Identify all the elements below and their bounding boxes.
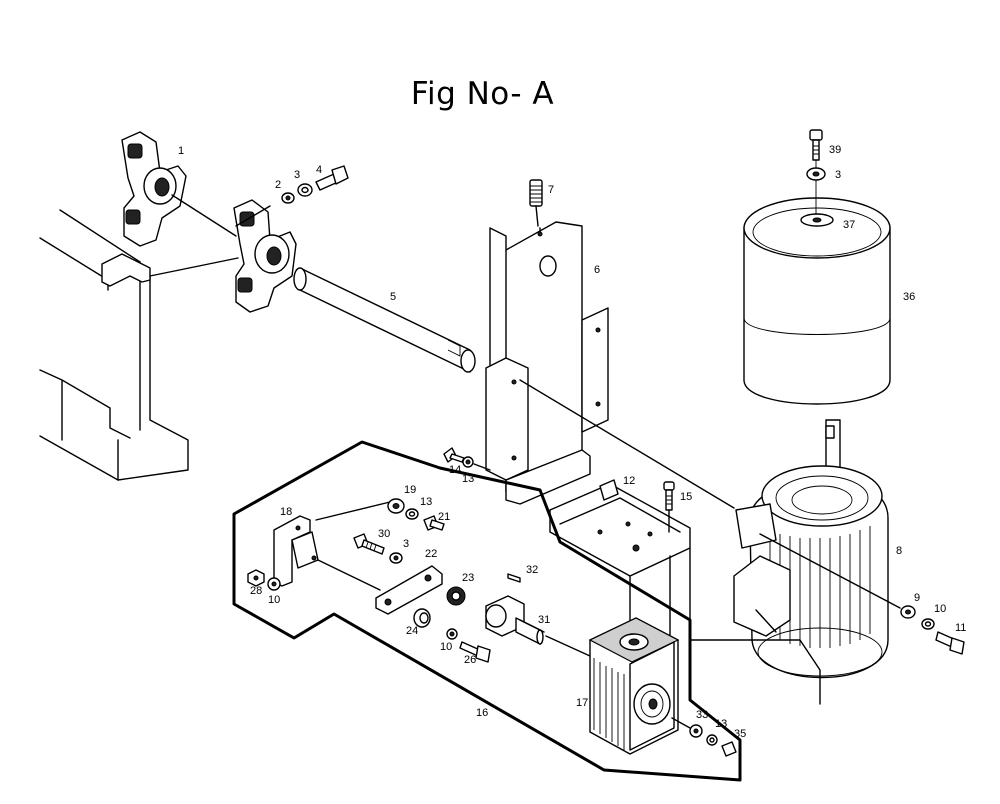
part-label-7: 7 <box>548 184 554 196</box>
pillow-block-bearing-1 <box>121 131 237 247</box>
part-label-14: 14 <box>449 464 461 476</box>
spacer-washer-bolt-24-10-26 <box>413 608 491 663</box>
part-label-3: 3 <box>403 538 409 550</box>
part-label-17: 17 <box>576 697 588 709</box>
machine-frame <box>39 209 239 481</box>
mounting-plate-6 <box>485 221 609 505</box>
part-label-39: 39 <box>829 144 841 156</box>
top-bolt-set <box>235 165 349 227</box>
link-plate-22 <box>375 565 443 615</box>
part-label-11: 11 <box>955 622 966 634</box>
part-label-35: 35 <box>734 728 746 740</box>
part-label-13: 13 <box>715 718 727 730</box>
set-screw-7 <box>529 179 543 227</box>
gearbox-bolt-set-33-13-35 <box>671 717 737 757</box>
motor-bolt-set <box>759 533 965 655</box>
part-label-32: 32 <box>526 564 538 576</box>
sub-assembly-16-outline <box>232 440 742 782</box>
part-label-13: 13 <box>462 473 474 485</box>
top-screw-39 <box>806 129 826 214</box>
part-label-8: 8 <box>896 545 902 557</box>
part-label-23: 23 <box>462 572 474 584</box>
part-label-16: 16 <box>476 707 488 719</box>
part-label-36: 36 <box>903 291 915 303</box>
bearing-23 <box>446 586 466 606</box>
pillow-block-bearing-2 <box>233 199 297 313</box>
part-label-5: 5 <box>390 291 396 303</box>
part-label-12: 12 <box>623 475 635 487</box>
pulley-cover-36 <box>743 197 891 405</box>
part-label-10: 10 <box>440 641 452 653</box>
key-32 <box>507 573 521 583</box>
part-label-30: 30 <box>378 528 390 540</box>
part-label-10: 10 <box>268 594 280 606</box>
part-label-37: 37 <box>843 219 855 231</box>
gearbox-17 <box>545 617 680 755</box>
assembly-guide-line <box>689 547 821 705</box>
part-label-13: 13 <box>420 496 432 508</box>
part-label-33: 33 <box>696 709 708 721</box>
shaft-5 <box>293 267 476 373</box>
bolt-15 <box>663 481 675 533</box>
bolt-washer-30-3 <box>353 533 403 564</box>
part-label-19: 19 <box>404 484 416 496</box>
nut-washer-28-10 <box>247 569 281 591</box>
part-label-18: 18 <box>280 506 292 518</box>
coupling-31 <box>485 595 545 645</box>
part-label-24: 24 <box>406 625 418 637</box>
part-label-6: 6 <box>594 264 600 276</box>
bracket-18 <box>273 501 391 591</box>
shaft-guide-line <box>519 379 735 509</box>
part-label-28: 28 <box>250 585 262 597</box>
washer-screw-19-13-21 <box>387 498 445 531</box>
part-label-1: 1 <box>178 145 184 157</box>
part-label-3: 3 <box>294 169 300 181</box>
plate-bolt-set-14-13 <box>443 447 491 471</box>
part-label-10: 10 <box>934 603 946 615</box>
part-label-21: 21 <box>438 511 450 523</box>
part-label-4: 4 <box>316 164 322 176</box>
part-label-2: 2 <box>275 179 281 191</box>
figure-title: Fig No- A <box>410 76 555 112</box>
part-label-15: 15 <box>680 491 692 503</box>
part-label-31: 31 <box>538 614 550 626</box>
part-label-9: 9 <box>914 592 920 604</box>
part-label-22: 22 <box>425 548 437 560</box>
part-label-26: 26 <box>464 654 476 666</box>
motor-8 <box>733 419 889 679</box>
part-label-3: 3 <box>835 169 841 181</box>
